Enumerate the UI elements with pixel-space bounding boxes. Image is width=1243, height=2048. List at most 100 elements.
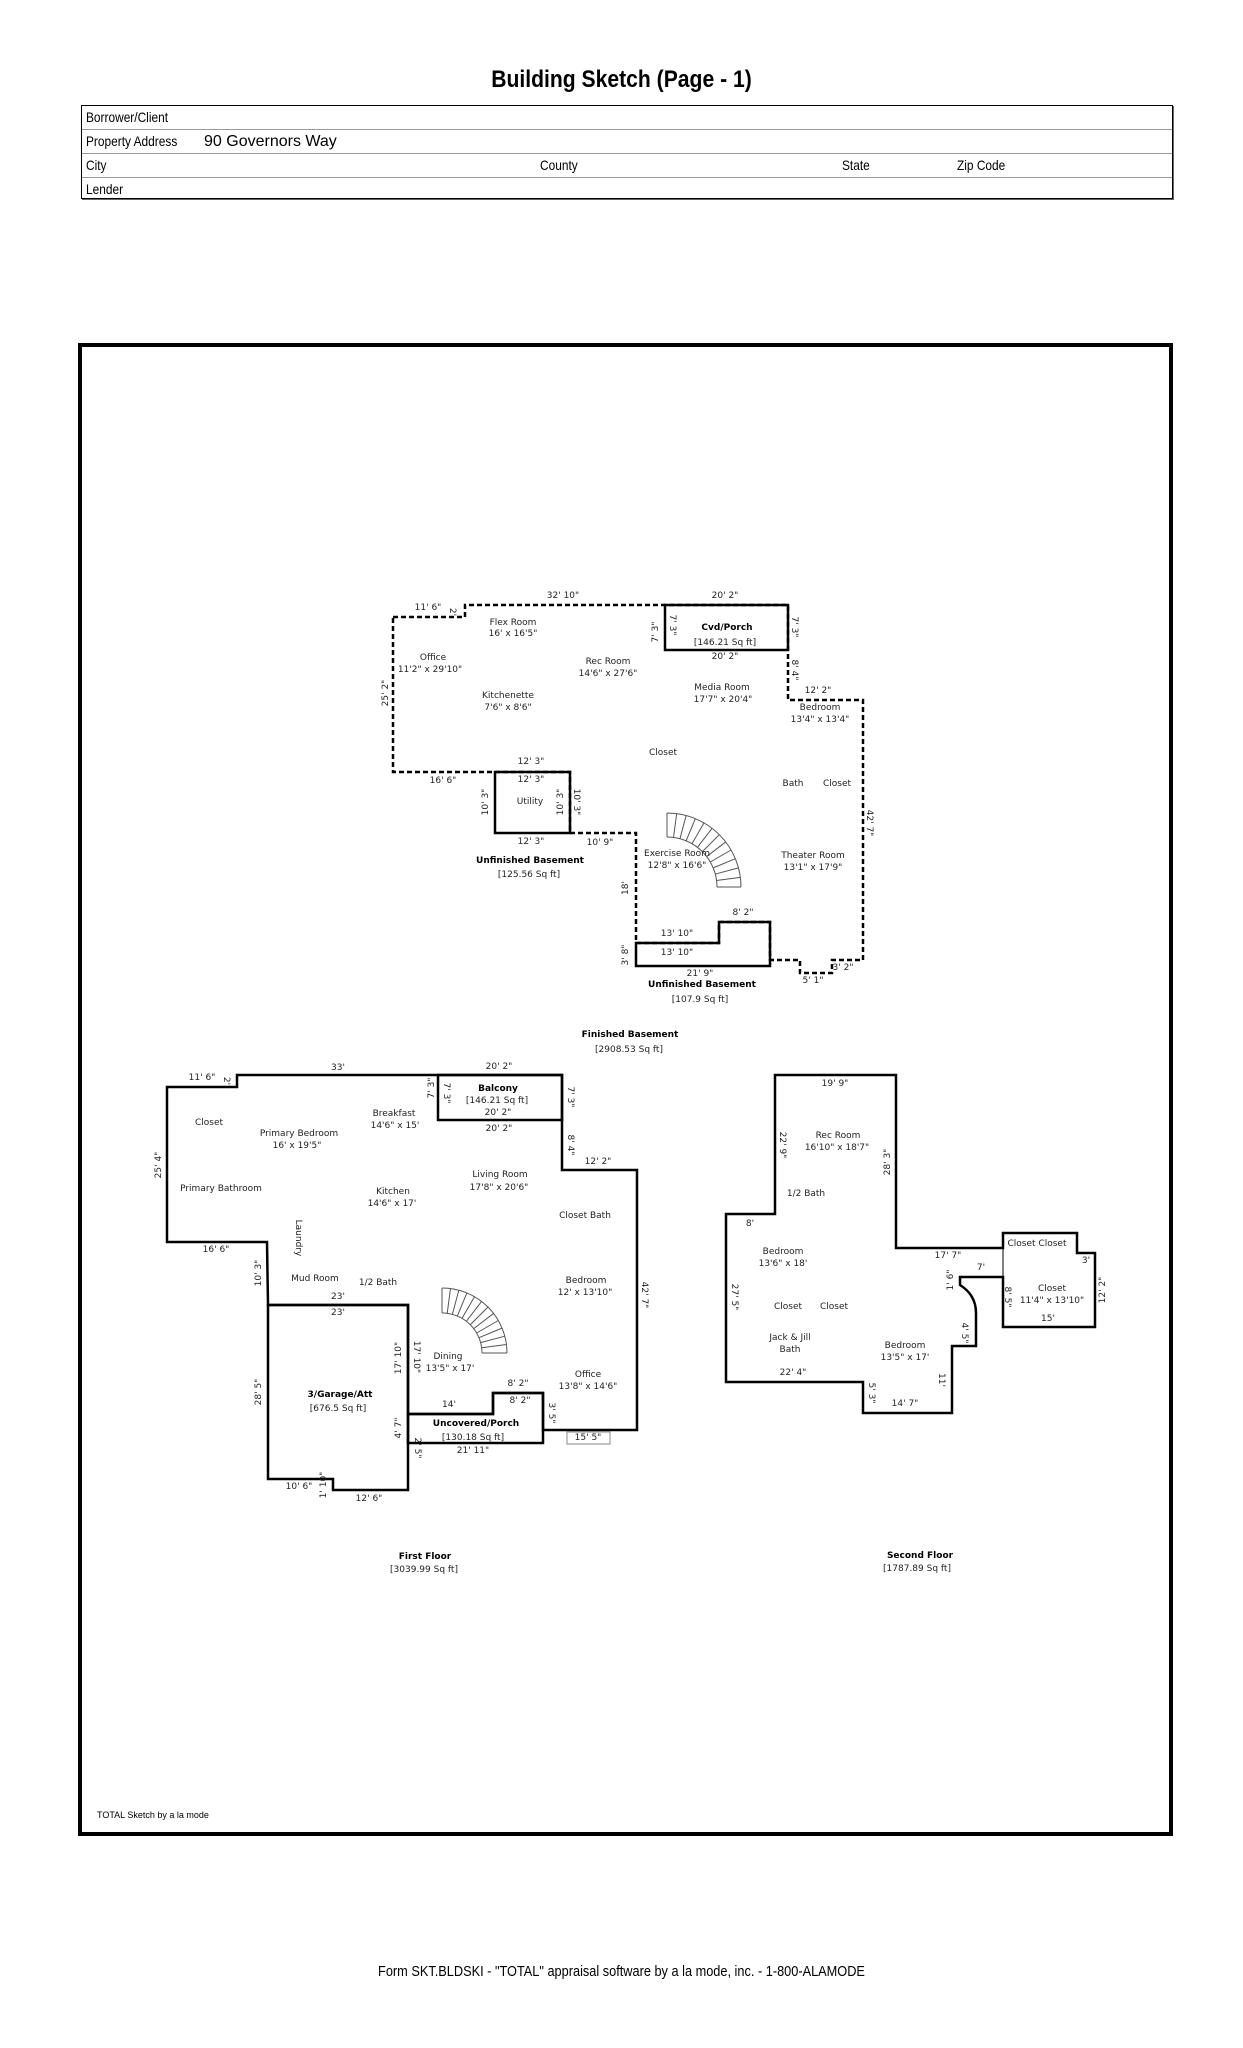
dimension-label: Closet Bath [559, 1211, 611, 1221]
dimension-label: 12' 3" [518, 757, 545, 767]
dimension-label: 25' 4" [154, 1152, 164, 1179]
stair-line [461, 1296, 475, 1319]
dimension-label: 17' 10" [394, 1342, 404, 1374]
dimension-label: Closet [1038, 1284, 1067, 1294]
dimension-label: [130.18 Sq ft] [442, 1433, 504, 1443]
stair-line [446, 1288, 451, 1314]
dimension-label: 13'4" x 13'4" [791, 715, 850, 725]
dimension-label: 12' 3" [518, 775, 545, 785]
dimension-label: 5' 3" [866, 1383, 876, 1404]
stair-line [481, 1344, 507, 1349]
dimension-label: 16' x 19'5" [273, 1141, 322, 1151]
dimension-label: Closet Closet [1008, 1239, 1067, 1249]
dimension-label: 20' 2" [712, 591, 739, 601]
dimension-label: Flex Room [490, 618, 537, 628]
dimension-label: Bedroom [763, 1247, 804, 1257]
dimension-label: 27' 5" [729, 1284, 739, 1311]
sketch-credit: TOTAL Sketch by a la mode [97, 1810, 209, 1820]
dimension-label: 12' 3" [518, 837, 545, 847]
dimension-label: 14'6" x 17' [368, 1199, 417, 1209]
dimension-label: Closet [774, 1302, 803, 1312]
stair-line [685, 818, 696, 841]
dimension-label: 12' 2" [805, 686, 832, 696]
dimension-label: 2' [447, 608, 457, 616]
spiral-stairs-first-floor [441, 1287, 508, 1354]
area-label: First Floor [399, 1552, 452, 1562]
dimension-label: Bedroom [566, 1276, 607, 1286]
dimension-label: 12' 6" [356, 1494, 383, 1504]
stair-line [716, 876, 741, 881]
stair-line [697, 827, 713, 848]
dimension-label: 7' 3" [789, 617, 799, 638]
dimension-label: 11' 6" [415, 603, 442, 613]
dimension-label: 7' 3" [651, 622, 661, 643]
stair-line [691, 822, 705, 844]
dimension-label: 10' 3" [481, 789, 491, 816]
utility-room [493, 770, 572, 835]
dimension-label: 21' 11" [457, 1446, 489, 1456]
area-label: 3/Garage/Att [308, 1390, 374, 1400]
dimension-label: 8' 4" [565, 1135, 575, 1156]
dimension-label: 14' [442, 1400, 456, 1410]
dimension-label: 1/2 Bath [787, 1189, 825, 1199]
dimension-label: 16'10" x 18'7" [805, 1143, 869, 1153]
dimension-label: 5' 1" [803, 976, 824, 986]
dimension-label: 17' 10" [411, 1341, 421, 1373]
dimension-label: 28' 5" [254, 1379, 264, 1406]
dimension-label: 8' 2" [508, 1379, 529, 1389]
dimension-label: 2' 5" [412, 1438, 422, 1459]
dimension-label: 1' 6" [946, 1270, 956, 1291]
spiral-stairs-basement [666, 812, 742, 888]
dimension-label: Bath [783, 779, 804, 789]
uncovered-porch [406, 1391, 545, 1445]
state-label: State [842, 157, 870, 173]
dimension-label: 17'7" x 20'4" [694, 695, 753, 705]
dimension-label: 14' 7" [892, 1399, 919, 1409]
dimension-label: 4' 7" [394, 1418, 404, 1439]
dimension-label: 42' 7" [639, 1282, 649, 1309]
dimension-label: 14'6" x 15' [371, 1121, 420, 1131]
dimension-label: 16' 6" [430, 776, 457, 786]
dimension-label: Rec Room [816, 1131, 861, 1141]
dimension-label: 10' 3" [254, 1260, 264, 1287]
dimension-label: 3' 2" [833, 963, 854, 973]
stair-line [679, 815, 687, 839]
covered-porch-basement [663, 603, 790, 652]
area-label: Unfinished Basement [648, 980, 757, 990]
city-label: City [86, 157, 107, 173]
dimension-label: 16' 6" [203, 1245, 230, 1255]
dimension-label: Utility [517, 797, 544, 807]
dimension-label: Closet [820, 1302, 849, 1312]
stair-line [465, 1301, 482, 1322]
dimension-label: Office [420, 653, 447, 663]
stair-line [706, 841, 727, 857]
dimension-label: 21' 9" [687, 969, 714, 979]
second-floor-outline [724, 1073, 1097, 1415]
dimension-label: 13'5" x 17' [881, 1353, 930, 1363]
dimension-label: 17'8" x 20'6" [470, 1183, 529, 1193]
dimension-label: Kitchen [376, 1187, 410, 1197]
stair-line [710, 849, 732, 863]
dimension-label: Primary Bedroom [260, 1129, 338, 1139]
dimension-label: 11' [936, 1373, 946, 1387]
dimension-label: 10' 6" [286, 1482, 313, 1492]
dimension-label: 8' 5" [1002, 1287, 1012, 1308]
dimension-label: 11'4" x 13'10" [1020, 1296, 1084, 1306]
dimension-label: Bath [780, 1345, 801, 1355]
dimension-label: 7' 3" [427, 1078, 437, 1099]
zip-code-label: Zip Code [957, 157, 1006, 173]
stair-line [713, 858, 736, 869]
dimension-label: 8' 4" [789, 660, 799, 681]
dimension-label: Living Room [472, 1170, 527, 1180]
dimension-label: [676.5 Sq ft] [310, 1404, 366, 1414]
stair-line [451, 1290, 460, 1315]
dimension-label: 33' [331, 1063, 345, 1073]
stair-line [456, 1292, 468, 1317]
dimension-label: [1787.89 Sq ft] [883, 1564, 951, 1574]
dimension-label: Laundry [293, 1220, 303, 1257]
dimension-label: 7' [977, 1263, 985, 1273]
dimension-label: 23' [331, 1292, 345, 1302]
sketch-frame [78, 343, 1173, 1836]
dimension-label: 13'6" x 18' [759, 1259, 808, 1269]
